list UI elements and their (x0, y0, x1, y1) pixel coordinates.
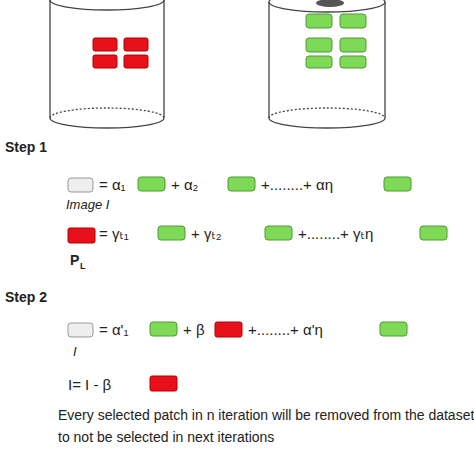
equation-term: + α₂ (171, 176, 198, 194)
equation-term: +........+ αη (261, 176, 333, 194)
equation-term: L (80, 257, 86, 275)
equation-term: P (70, 251, 79, 269)
equation-term: = α₁ (99, 176, 126, 194)
database-cylinder (50, 0, 164, 128)
green-patch-group (306, 14, 366, 68)
database-cylinder (269, 0, 385, 128)
equation-term: I (73, 343, 77, 361)
equation-term: + β (183, 321, 205, 339)
step-heading: Step 1 (5, 138, 47, 156)
equation-patches (68, 177, 447, 391)
equation-term: = α'₁ (99, 321, 129, 339)
equation-term: I= I - β (68, 376, 111, 394)
equation-term: = γₜ₁ (99, 225, 129, 243)
red-patch-group (93, 38, 148, 68)
equation-term: +........+ γₜη (298, 225, 373, 243)
equation-term: + γₜ₂ (191, 225, 222, 243)
equation-term: +........+ α'η (248, 321, 323, 339)
step-heading: Step 2 (5, 288, 47, 306)
equation-term: Image I (66, 196, 109, 214)
note-text: Every selected patch in n iteration will… (58, 404, 474, 448)
